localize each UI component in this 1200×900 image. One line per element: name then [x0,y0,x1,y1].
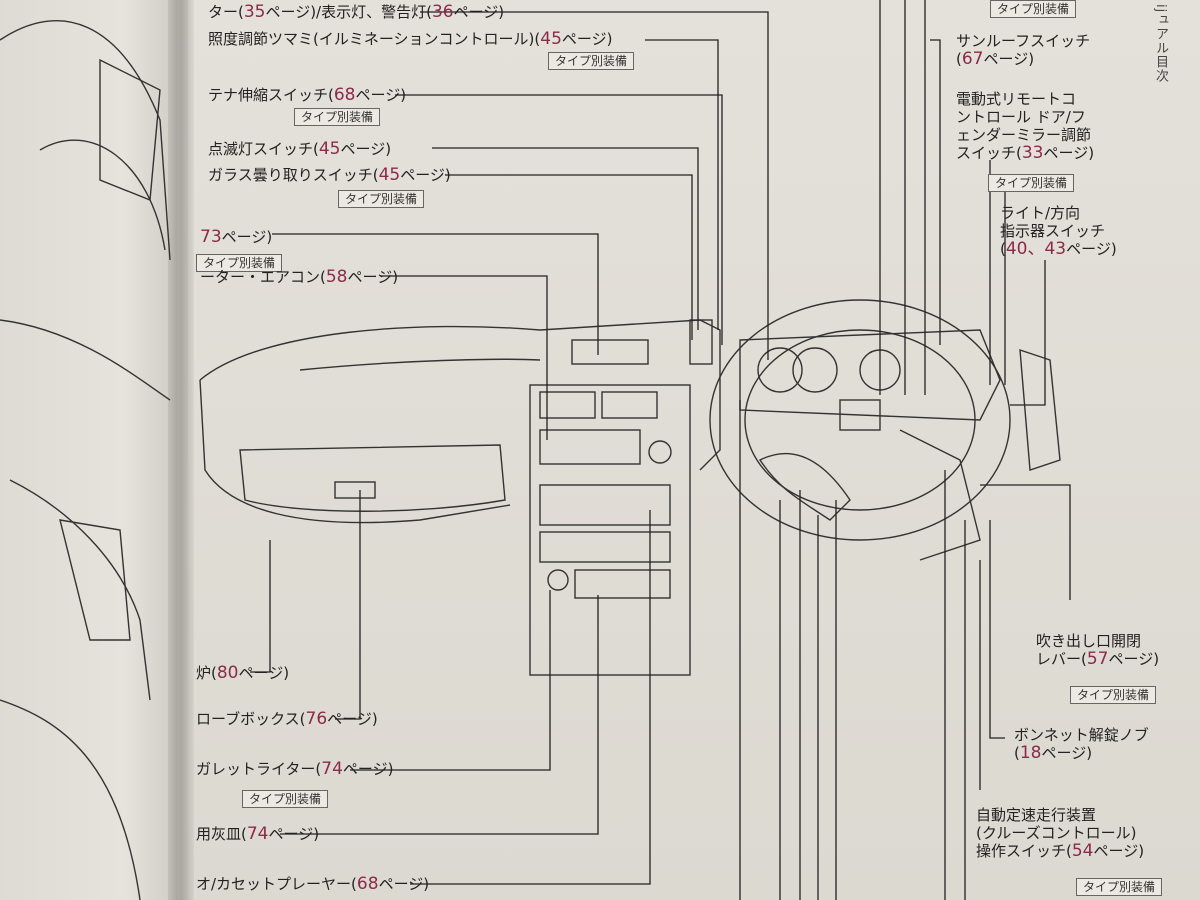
instrument-cluster [739,329,1001,421]
label-cassette-player: オ/カセットプレーヤー(68ページ) [196,874,430,894]
label-mirror-switch: 電動式リモートコントロール ドア/フェンダーミラー調節スイッチ(33ページ) [956,90,1095,163]
section-title-vertical: ijュアル目次 [1153,4,1168,84]
type-tag: タイプ別装備 [338,190,425,208]
label-antenna-switch: テナ伸縮スイッチ(68ページ) [208,85,407,105]
label-illumination-control: 照度調節ツマミ(イルミネーションコントロール)(45ページ) [208,29,613,49]
label-cigarette-lighter: ガレットライター(74ページ) [196,759,394,779]
label-vent-lever: 吹き出し口開閉レバー(57ページ) [1036,632,1160,669]
steering-wheel [709,299,1011,541]
type-tag: タイプ別装備 [294,108,381,126]
label-bonnet-release: ボンネット解錠ノブ(18ページ) [1014,726,1149,763]
type-tag: タイプ別装備 [242,790,329,808]
car-door-sketch [0,19,171,261]
book-gutter [168,0,194,900]
type-tag: タイプ別装備 [1076,878,1163,896]
label-light-turn-switch: ライト/方向指示器スイッチ(40、43ページ) [1000,204,1117,259]
cigarette-lighter [547,569,569,591]
label-clock: 73ページ) [200,227,273,247]
dashboard-top [199,319,721,471]
label-ashtray: 用灰皿(74ページ) [196,824,320,844]
label-defogger-switch: ガラス曇り取りスイッチ(45ページ) [208,165,451,185]
label-glovebox: ローブボックス(76ページ) [196,709,378,729]
cassette-player [539,484,671,526]
label-meter-warning-lights: ター(35ページ)/表示灯、警告灯(36ページ) [208,2,505,22]
center-stack [529,384,691,676]
label-heater-aircon: ーター・エアコン(58ページ) [200,267,399,287]
label-cruise-control: 自動定速走行装置(クルーズコントロール)操作スイッチ(54ページ) [976,806,1145,861]
label-sunroof-switch: サンルーフスイッチ(67ページ) [956,32,1091,69]
left-page [0,0,178,900]
car-body-sketch [0,319,171,900]
type-tag: タイプ別装備 [196,254,283,272]
heater-controls [539,429,641,465]
label-lever: 炉(80ページ) [196,663,290,683]
type-tag: タイプ別装備 [990,0,1077,18]
type-tag: タイプ別装備 [548,52,635,70]
glovebox [239,444,506,512]
type-tag: タイプ別装備 [1070,686,1157,704]
type-tag: タイプ別装備 [988,174,1075,192]
right-page [188,0,1200,900]
label-hazard-switch: 点滅灯スイッチ(45ページ) [208,139,392,159]
